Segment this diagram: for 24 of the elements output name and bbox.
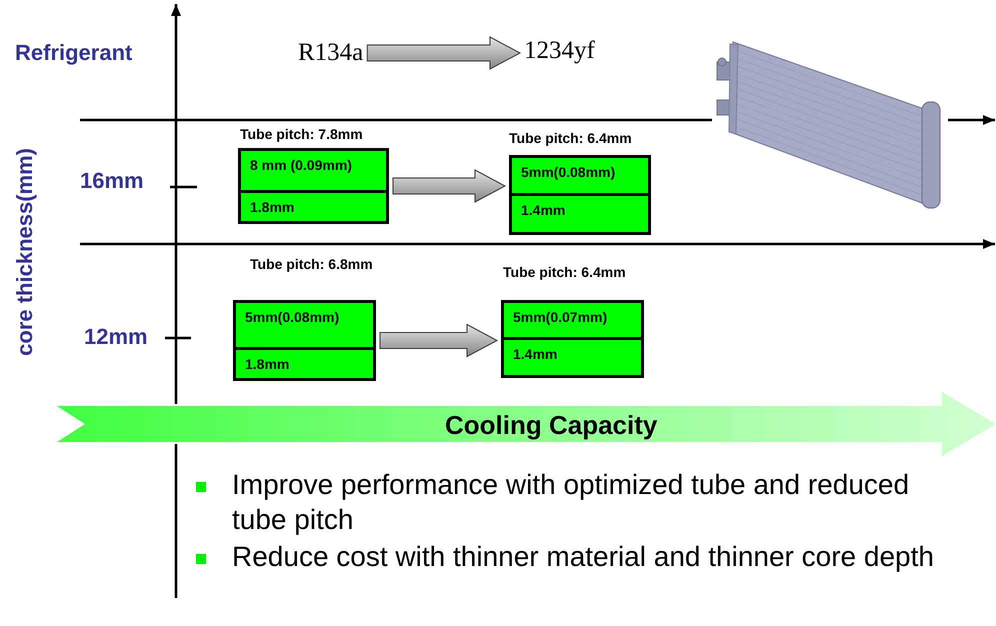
bullet-text: Improve performance with optimized tube and reduced tube pitch xyxy=(232,468,910,537)
spec-cell: 1.4mm xyxy=(509,196,651,235)
spec-cell: 1.8mm xyxy=(233,350,376,381)
tube-pitch-label: Tube pitch: 6.8mm xyxy=(250,256,373,273)
tick-label: 16mm xyxy=(80,168,144,194)
spec-cell: 5mm(0.08mm) xyxy=(509,155,651,196)
arrow-label: Cooling Capacity xyxy=(445,410,658,440)
spec-cell: 5mm(0.07mm) xyxy=(501,300,644,340)
refrigerant-label: 1234yf xyxy=(524,36,595,66)
spec-cell: 1.4mm xyxy=(501,340,644,378)
spec-cell: 5mm(0.08mm) xyxy=(233,300,376,350)
block-arrow xyxy=(380,324,498,358)
spec-cell: 8 mm (0.09mm) xyxy=(238,148,389,193)
refrigerant-label: R134a xyxy=(298,38,364,68)
spec-cell: 1.8mm xyxy=(238,193,389,224)
tube-pitch-label: Tube pitch: 6.4mm xyxy=(509,130,632,147)
block-arrow xyxy=(366,36,522,70)
axis-label: core thickness(mm) xyxy=(12,148,38,356)
tube-pitch-label: Tube pitch: 6.4mm xyxy=(503,264,626,281)
tube-pitch-label: Tube pitch: 7.8mm xyxy=(240,126,363,143)
tick-label: 12mm xyxy=(84,324,148,350)
block-arrow xyxy=(392,169,506,203)
row-label: Refrigerant xyxy=(15,40,132,66)
bullet-text: Reduce cost with thinner material and thinner core depth xyxy=(232,540,935,574)
